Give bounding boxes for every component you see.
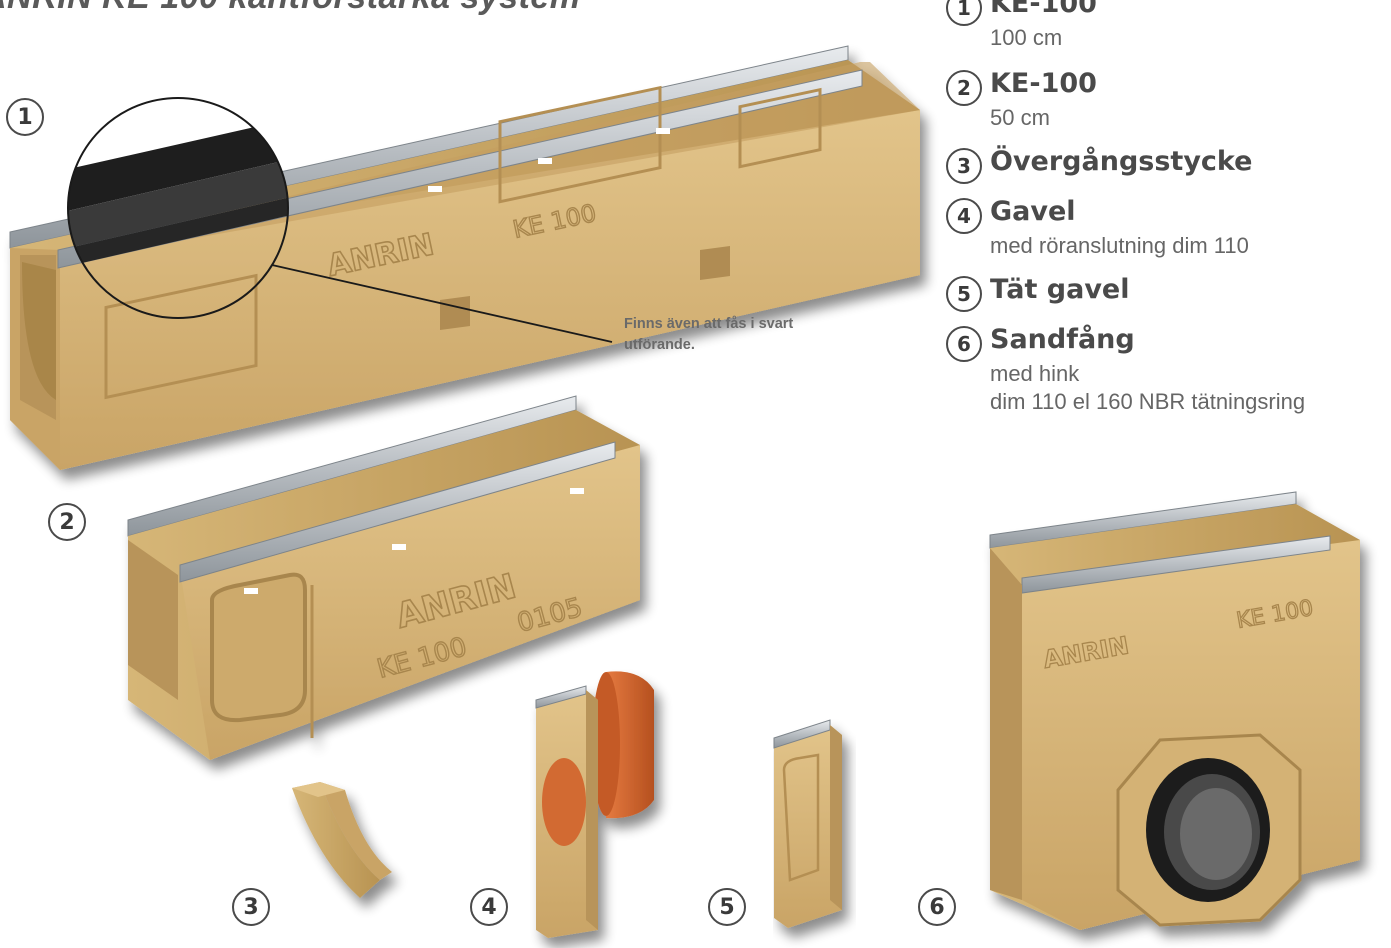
channel-50cm: ANRIN KE 100 0105 — [127, 395, 640, 760]
legend-name-2: KE-100 — [990, 68, 1097, 99]
magnifier-circle — [67, 97, 289, 319]
legend-sub-1: 100 cm — [990, 25, 1063, 50]
legend-name-5: Tät gavel — [990, 274, 1130, 305]
legend-name-1: KE-100 — [990, 0, 1097, 19]
item-badge-2: 2 — [48, 503, 86, 541]
channel-100cm: ANRIN KE 100 — [9, 45, 920, 470]
legend-name-4: Gavel — [990, 196, 1076, 227]
legend-name-3: Övergångsstycke — [990, 146, 1253, 177]
sealed-end-cap — [773, 719, 842, 928]
legend-badge-3: 3 — [946, 148, 982, 184]
legend-name-6: Sandfång — [990, 324, 1135, 355]
legend-badge-2: 2 — [946, 70, 982, 106]
transition-piece — [292, 782, 392, 898]
sand-trap: ANRIN KE 100 — [989, 491, 1360, 930]
item-badge-5: 5 — [708, 888, 746, 926]
item-badge-1: 1 — [6, 98, 44, 136]
legend-badge-5: 5 — [946, 276, 982, 312]
black-edge-detail — [68, 110, 288, 268]
legend-sub-6b: dim 110 el 160 NBR tätningsring — [990, 389, 1306, 414]
callout-line — [271, 264, 613, 343]
item-badge-4: 4 — [470, 888, 508, 926]
legend-badge-6: 6 — [946, 326, 982, 362]
item-badge-3: 3 — [232, 888, 270, 926]
page-title: ANRIN KE 100 kantförstärka system — [0, 0, 581, 17]
legend-sub-4: med röranslutning dim 110 — [990, 233, 1249, 258]
legend-sub-2: 50 cm — [990, 105, 1050, 130]
callout-text: Finns även att fås i svart utförande. — [624, 316, 794, 354]
item-badge-6: 6 — [918, 888, 956, 926]
legend-badge-4: 4 — [946, 198, 982, 234]
end-cap-with-pipe — [535, 671, 654, 938]
legend-sub-6a: med hink — [990, 361, 1080, 386]
